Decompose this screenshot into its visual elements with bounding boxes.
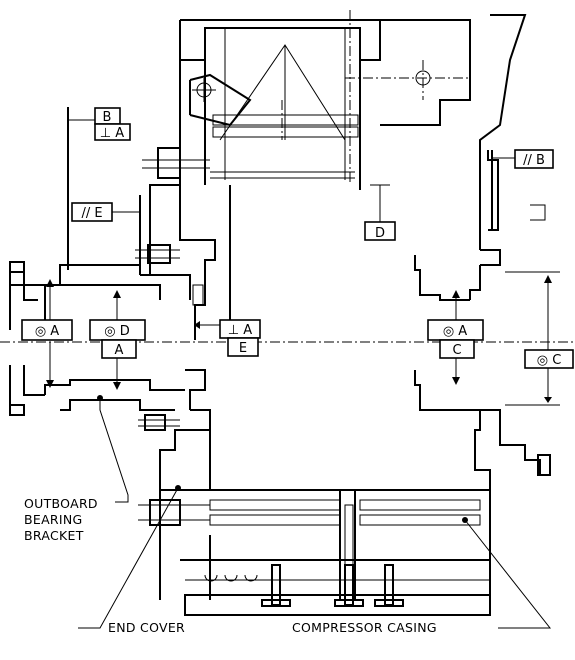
frame-conc-d-label: ◎ D — [104, 324, 130, 339]
datum-arrows — [46, 107, 560, 406]
pivot-bracket — [189, 73, 252, 127]
left-bolts — [135, 147, 355, 264]
outboard-bearing-bracket-line2: BEARING — [24, 512, 83, 527]
frame-perp-a-label-2: ⊥ A — [228, 323, 252, 338]
casing-right-upper — [479, 14, 546, 266]
end-cover-label: END COVER — [108, 620, 185, 635]
top-flange-block — [179, 19, 471, 185]
frame-conc-a-left-label: ◎ A — [35, 324, 59, 339]
frame-parallel-e: // E — [71, 202, 113, 222]
frame-b-perp-a: B ⊥ A — [94, 107, 131, 141]
callout-leaders — [78, 395, 552, 629]
frame-datum-d-label: D — [375, 226, 385, 241]
frame-b-label: B — [103, 110, 112, 125]
frame-conc-c: ◎ C — [524, 349, 574, 369]
outboard-bearing-bracket-line1: OUTBOARD — [24, 496, 98, 511]
lower-left-profile — [9, 365, 211, 600]
casing-body — [160, 185, 551, 600]
frame-parallel-b-label: // B — [523, 153, 545, 168]
compressor-casing-label: COMPRESSOR CASING — [292, 620, 437, 635]
frame-conc-a-c: ◎ A C — [427, 319, 484, 359]
frame-parallel-e-label: // E — [81, 206, 102, 221]
frame-perp-a-label: ⊥ A — [100, 126, 124, 141]
frame-datum-e-label: E — [239, 341, 247, 356]
frame-parallel-b: // B — [514, 149, 554, 169]
frame-conc-d-a: ◎ D A — [89, 319, 146, 359]
centerlines — [0, 10, 575, 343]
frame-perp-a-e: ⊥ A E — [219, 319, 261, 357]
frame-datum-c-label: C — [452, 343, 461, 358]
frame-conc-a-left: ◎ A — [21, 319, 73, 341]
base-assembly — [138, 490, 491, 616]
frame-datum-d: D — [364, 221, 396, 241]
outboard-bearing-bracket-line3: BRACKET — [24, 528, 84, 543]
frame-conc-c-label: ◎ C — [537, 353, 562, 368]
frame-conc-a-right-label: ◎ A — [443, 324, 467, 339]
frame-datum-a-label: A — [115, 343, 124, 358]
